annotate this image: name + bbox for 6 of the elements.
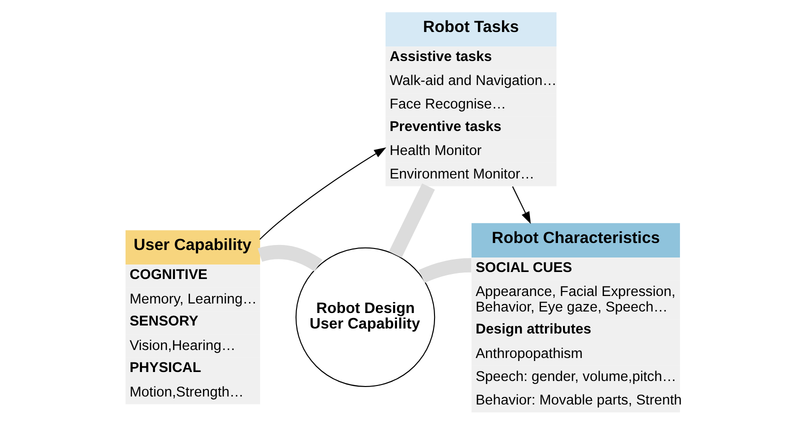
connector bbox=[418, 258, 471, 283]
connector bbox=[257, 244, 322, 272]
arrow bbox=[512, 186, 530, 224]
connector bbox=[388, 183, 434, 258]
arrow bbox=[258, 147, 386, 240]
node-circle: Robot Design User Capability bbox=[295, 247, 435, 388]
